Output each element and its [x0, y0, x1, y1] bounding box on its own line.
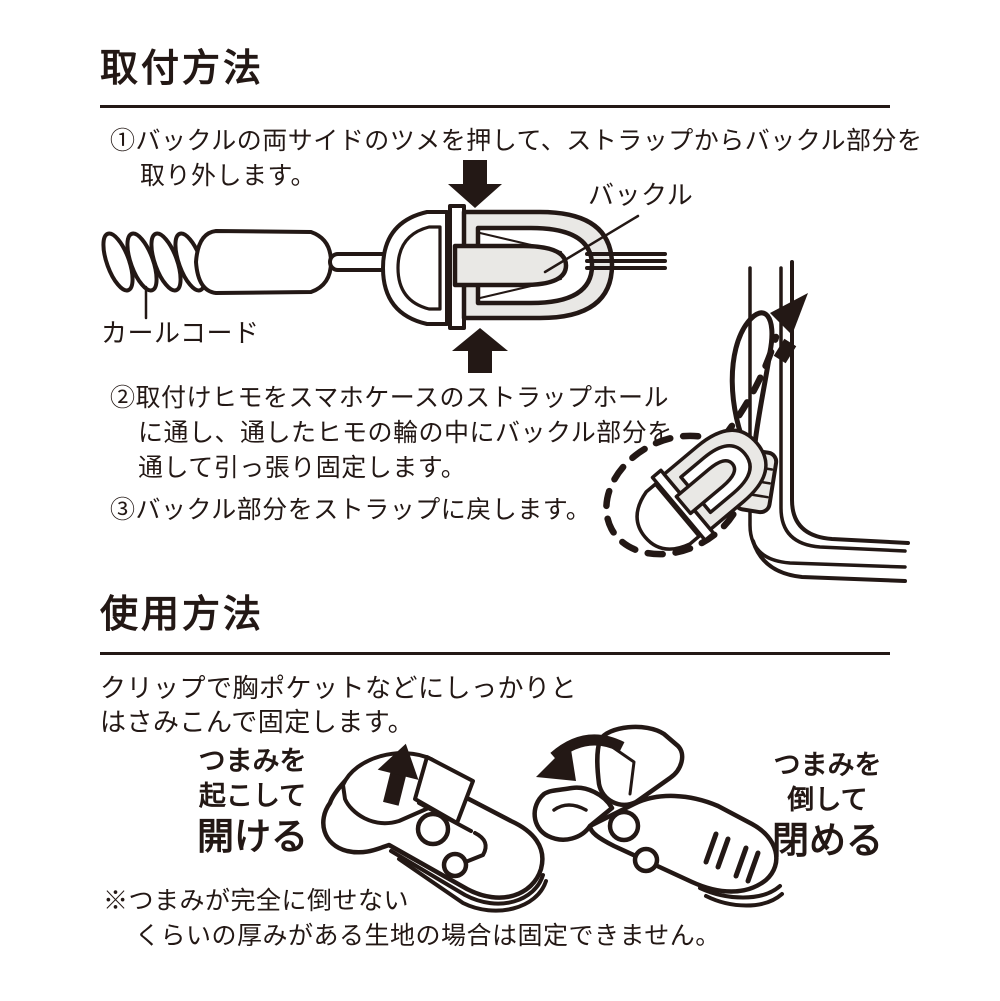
install-divider [100, 105, 890, 108]
buckle-pointer-line [545, 216, 638, 272]
usage-intro-line1: クリップで胸ポケットなどにしっかりと [100, 673, 578, 703]
plug-drawing [383, 212, 447, 324]
clip-close-drawing [535, 727, 782, 906]
press-up-arrow-icon [452, 328, 508, 373]
close-label-line2: 倒して [787, 785, 868, 815]
open-arrow-icon [377, 743, 419, 806]
usage-divider [100, 652, 890, 655]
case-attachment-diagram [600, 255, 920, 595]
install-step3-line1: ③バックル部分をストラップに戻します。 [110, 496, 592, 524]
buckle-tongue-drawing [455, 246, 566, 285]
usage-title: 使用方法 [100, 594, 265, 636]
phone-case-drawing [750, 262, 908, 581]
pull-arrow-icon [770, 293, 808, 364]
buckle-label: バックル [588, 180, 694, 210]
strap-housing-drawing [196, 231, 331, 293]
install-step2-line2: に通し、通したヒモの輪の中にバックル部分を [138, 419, 673, 447]
install-step1-line2: 取り外します。 [140, 162, 317, 190]
curl-cord-label: カールコード [101, 318, 260, 348]
press-down-arrow-icon [448, 160, 502, 208]
close-label-line1: つまみを [773, 750, 882, 780]
install-title: 取付方法 [100, 48, 265, 90]
usage-intro-line2: はさみこんで固定します。 [100, 707, 415, 737]
curl-cord-drawing [97, 230, 210, 294]
clip-usage-diagram [300, 715, 780, 930]
install-step1-line1: ①バックルの両サイドのツメを押して、ストラップからバックル部分を [110, 127, 923, 155]
open-label-line1: つまみを [198, 746, 307, 776]
buckle-strap-diagram [95, 160, 685, 373]
usage-note-line2: くらいの厚みがある生地の場合は固定できません。 [135, 922, 721, 950]
cord-loop-drawing [732, 313, 772, 452]
close-label-emphasis: 閉める [772, 820, 883, 861]
open-label-emphasis: 開ける [197, 816, 308, 857]
open-label-line2: 起こして [198, 781, 307, 811]
usage-note-line1: ※つまみが完全に倒せない [103, 887, 410, 915]
close-arrow-icon [536, 740, 622, 781]
install-step2-line1: ②取付けヒモをスマホケースのストラップホール [110, 384, 670, 412]
open-instruction-label: つまみを 起こして 開ける [185, 746, 320, 857]
close-instruction-label: つまみを 倒して 閉める [760, 750, 895, 861]
install-step2-line3: 通して引っ張り固定します。 [138, 454, 467, 482]
threaded-buckle-drawing [619, 412, 784, 569]
strap-lines-drawing [587, 254, 665, 268]
